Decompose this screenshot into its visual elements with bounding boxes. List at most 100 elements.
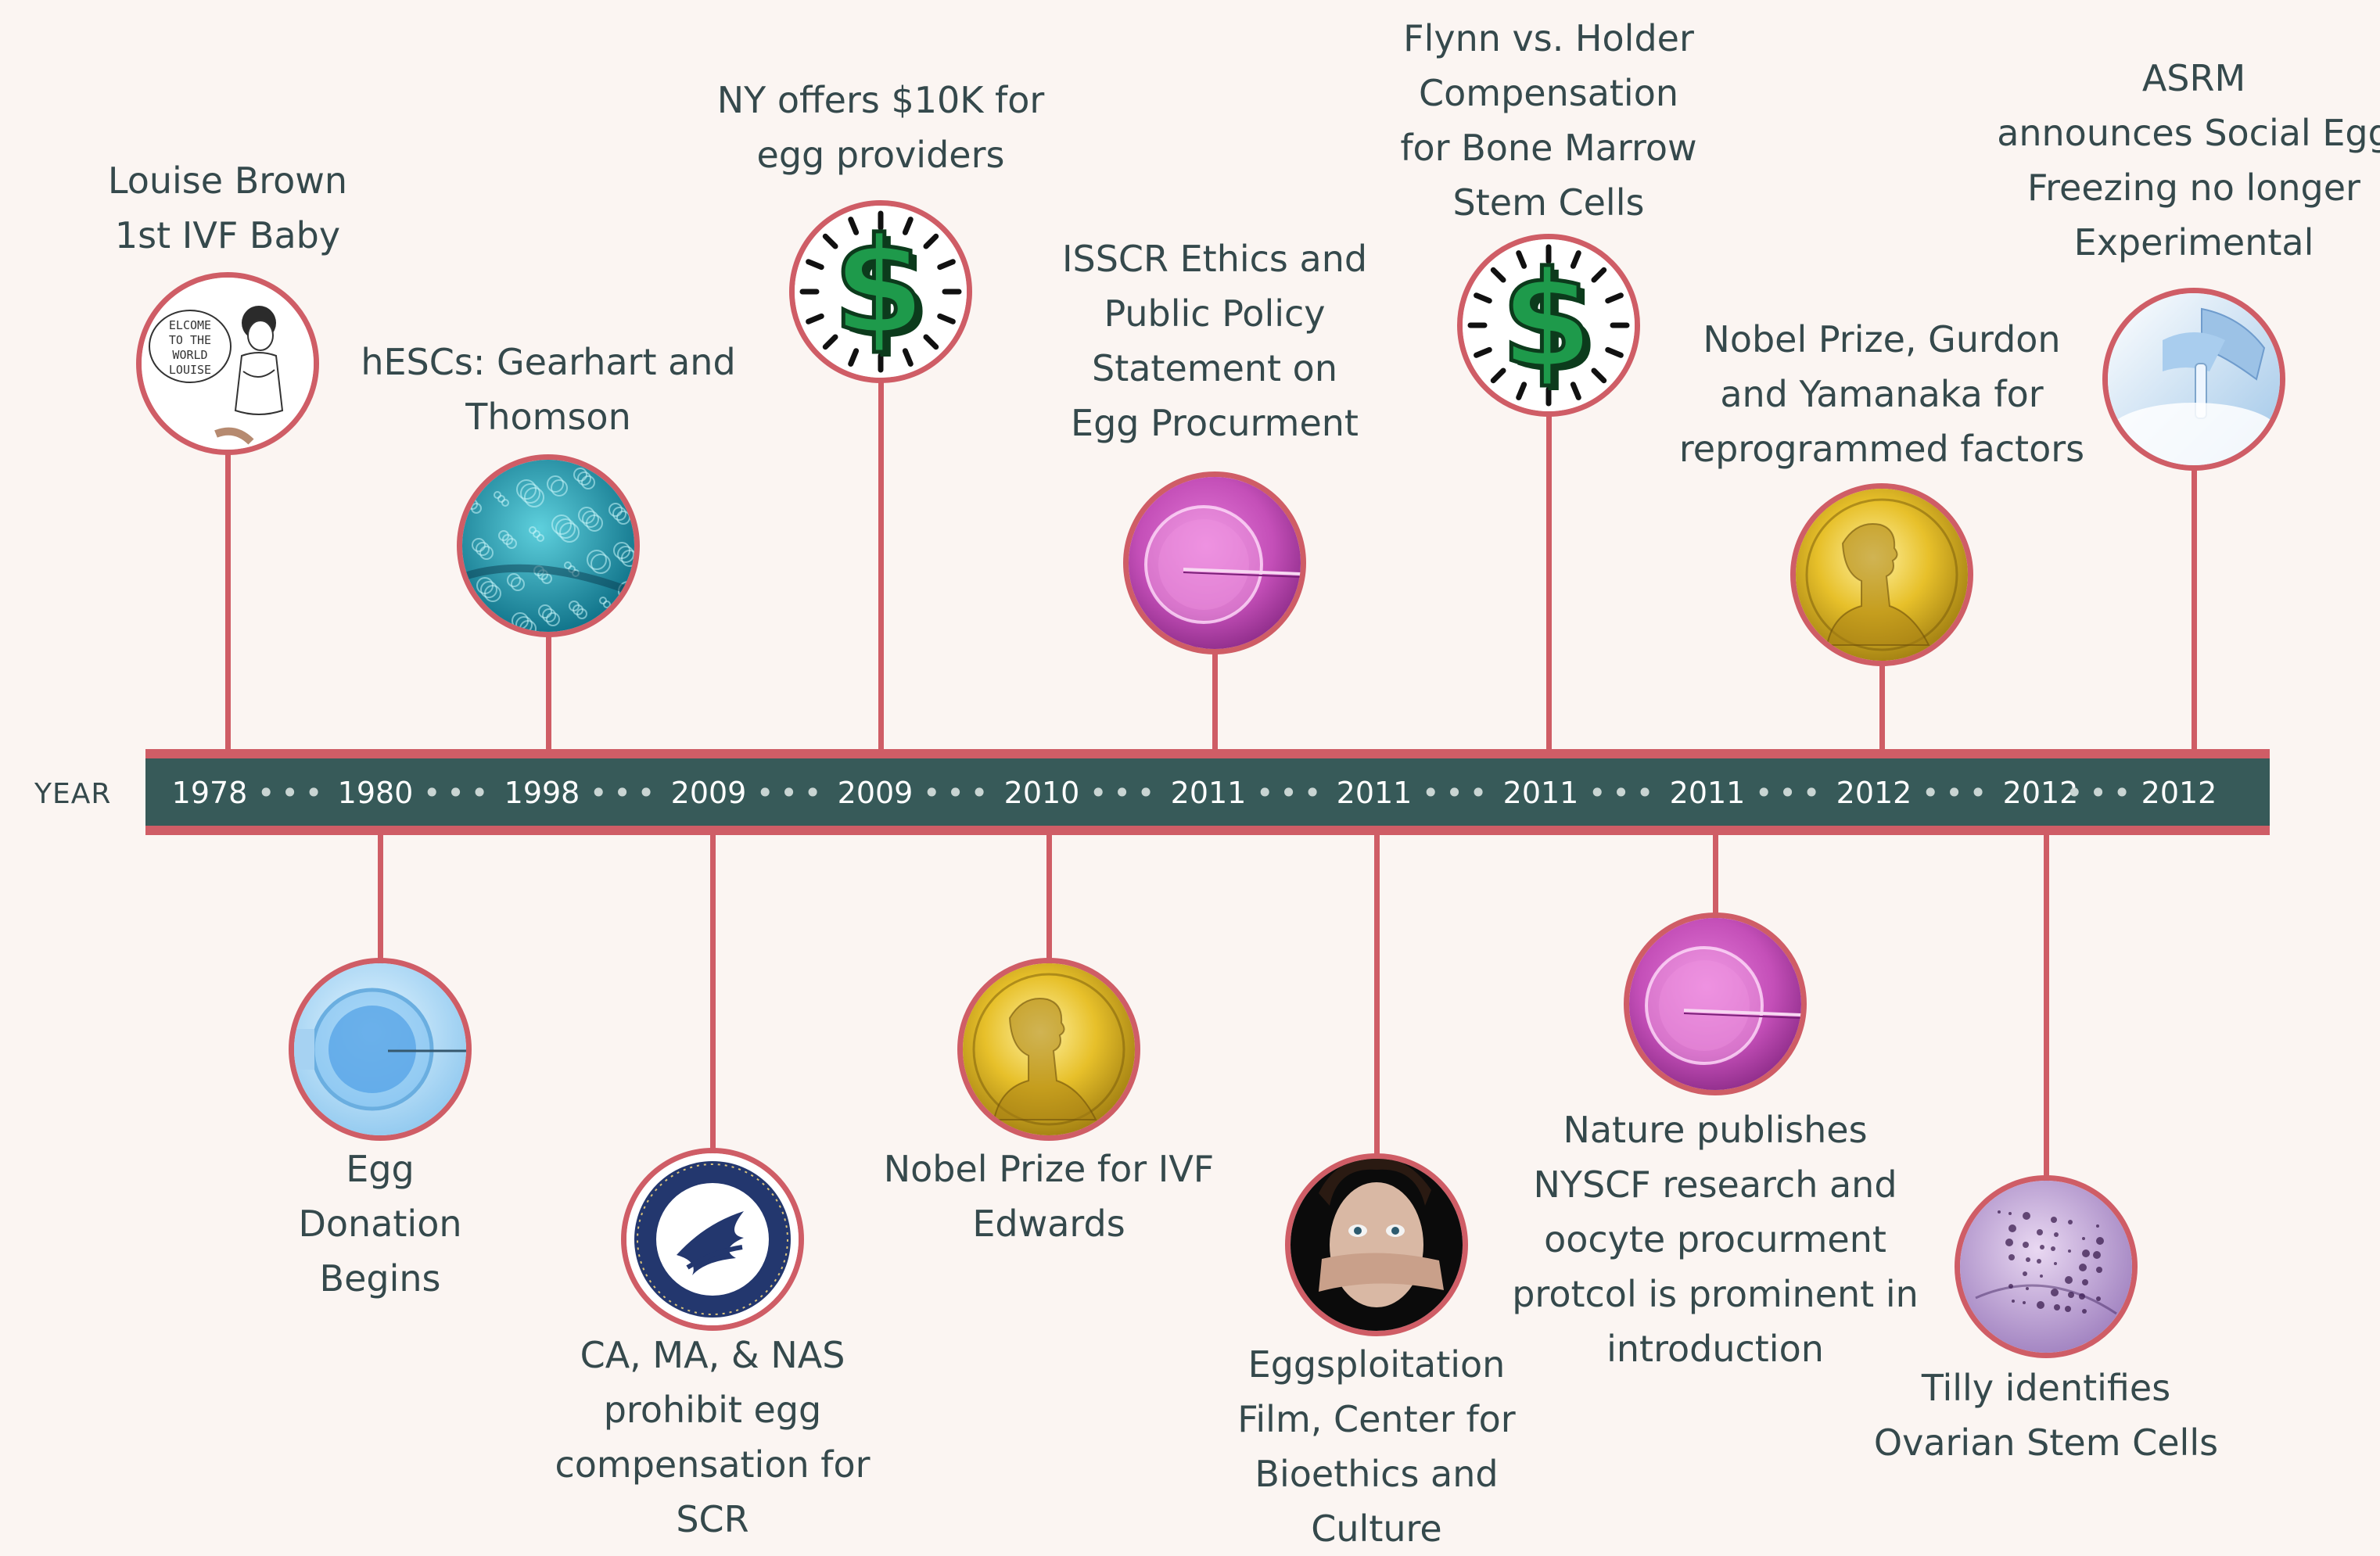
year-separator-dots: ••• xyxy=(2066,776,2138,810)
caption-line: Culture xyxy=(1311,1508,1442,1550)
caption-line: for Bone Marrow xyxy=(1400,127,1697,169)
svg-text:$: $ xyxy=(1507,248,1599,403)
event-ca-ma-nas-medallion xyxy=(621,1148,804,1331)
svg-text:ELCOME: ELCOME xyxy=(169,318,211,332)
caption-line: NYSCF research and xyxy=(1533,1163,1897,1206)
year-separator-dots: ••• xyxy=(257,776,329,810)
caption-line: ASRM xyxy=(2141,57,2246,99)
ovarian-cells-micrograph-icon xyxy=(1960,1181,2132,1353)
caption-line: Louise Brown xyxy=(107,160,348,202)
connector-stem xyxy=(2192,465,2197,751)
caption-line: Egg xyxy=(346,1148,415,1190)
caption-line: Compensation xyxy=(1419,72,1678,114)
cryo-freezing-icon xyxy=(2108,293,2280,465)
oocyte-injection-icon xyxy=(1629,918,1801,1090)
dollar-sign-icon: $$ xyxy=(795,206,967,378)
dollar-sign-icon: $$ xyxy=(1463,239,1635,411)
caption-line: Flynn vs. Holder xyxy=(1403,17,1694,59)
timeline-band xyxy=(145,749,2270,835)
svg-text:LOUISE: LOUISE xyxy=(169,363,211,377)
event-nobel-gurdon-yamanaka-medallion xyxy=(1790,483,1973,666)
connector-stem xyxy=(1374,834,1380,1160)
caption-line: Film, Center for xyxy=(1237,1398,1516,1440)
connector-stem xyxy=(878,378,884,751)
year-axis-label: YEAR xyxy=(34,778,112,810)
covered-mouth-face-icon xyxy=(1291,1159,1463,1331)
egg-microinjection-icon xyxy=(294,963,466,1135)
year-label: 2011 xyxy=(1170,776,1247,810)
svg-text:$: $ xyxy=(839,214,932,369)
caption-line: Public Policy xyxy=(1104,292,1326,335)
caption-line: Egg Procurment xyxy=(1071,402,1359,444)
caption-line: ISSCR Ethics and xyxy=(1061,238,1368,280)
caption-line: Edwards xyxy=(972,1203,1125,1245)
hhs-seal-icon xyxy=(626,1153,799,1325)
caption-line: Nobel Prize for IVF xyxy=(883,1148,1215,1190)
year-label: 2011 xyxy=(1336,776,1413,810)
caption-line: Statement on xyxy=(1092,347,1337,389)
connector-stem xyxy=(1212,649,1218,751)
caption-line: Experimental xyxy=(2073,221,2314,264)
caption-line: Thomson xyxy=(465,396,631,438)
event-eggsploitation-medallion xyxy=(1285,1153,1468,1336)
year-separator-dots: ••• xyxy=(1422,776,1494,810)
connector-stem xyxy=(1879,661,1885,751)
caption-line: Nobel Prize, Gurdon xyxy=(1703,318,2061,360)
svg-text:TO THE: TO THE xyxy=(169,333,211,347)
event-ny-10k-medallion: $$ xyxy=(789,200,972,383)
year-separator-dots: ••• xyxy=(1588,776,1660,810)
event-asrm-egg-freezing-medallion xyxy=(2102,288,2285,471)
caption-line: NY offers $10K for xyxy=(716,79,1045,121)
event-ny-10k-caption: NY offers $10K for egg providers xyxy=(669,73,1092,182)
nobel-medal-icon xyxy=(963,963,1135,1135)
caption-line: egg providers xyxy=(756,134,1005,176)
year-label: 1998 xyxy=(504,776,580,810)
year-label: 1980 xyxy=(337,776,414,810)
event-nobel-edwards-medallion xyxy=(957,958,1140,1141)
connector-stem xyxy=(225,450,231,751)
connector-stem xyxy=(2044,834,2049,1182)
year-label: 2009 xyxy=(670,776,747,810)
svg-text:WORLD: WORLD xyxy=(172,348,207,362)
year-label: 2011 xyxy=(1669,776,1746,810)
caption-line: CA, MA, & NAS xyxy=(580,1334,845,1376)
caption-line: protcol is prominent in xyxy=(1512,1273,1919,1315)
connector-stem xyxy=(710,834,716,1155)
caption-line: introduction xyxy=(1606,1328,1824,1370)
connector-stem xyxy=(1046,834,1052,965)
svg-text:$: $ xyxy=(833,210,925,364)
caption-line: Begins xyxy=(319,1257,441,1300)
event-egg-donation-medallion xyxy=(289,958,472,1141)
year-separator-dots: ••• xyxy=(756,776,828,810)
oocyte-injection-icon xyxy=(1129,477,1301,649)
caption-line: and Yamanaka for xyxy=(1720,373,2044,415)
nobel-medal-icon xyxy=(1796,489,1968,661)
year-separator-dots: ••• xyxy=(1755,776,1827,810)
year-separator-dots: ••• xyxy=(590,776,662,810)
event-hescs-medallion xyxy=(457,454,640,637)
event-flynn-holder-medallion: $$ xyxy=(1457,234,1640,417)
year-label: 2009 xyxy=(837,776,914,810)
event-nature-nyscf-medallion xyxy=(1624,912,1807,1095)
caption-line: Bioethics and xyxy=(1255,1453,1499,1495)
caption-line: announces Social Egg xyxy=(1997,112,2380,154)
svg-text:$: $ xyxy=(1501,243,1593,398)
year-separator-dots: ••• xyxy=(1922,776,1994,810)
year-label: 2012 xyxy=(1836,776,1912,810)
caption-line: Donation xyxy=(298,1203,462,1245)
caption-line: 1st IVF Baby xyxy=(114,214,341,256)
caption-line: Eggsploitation xyxy=(1247,1343,1506,1386)
